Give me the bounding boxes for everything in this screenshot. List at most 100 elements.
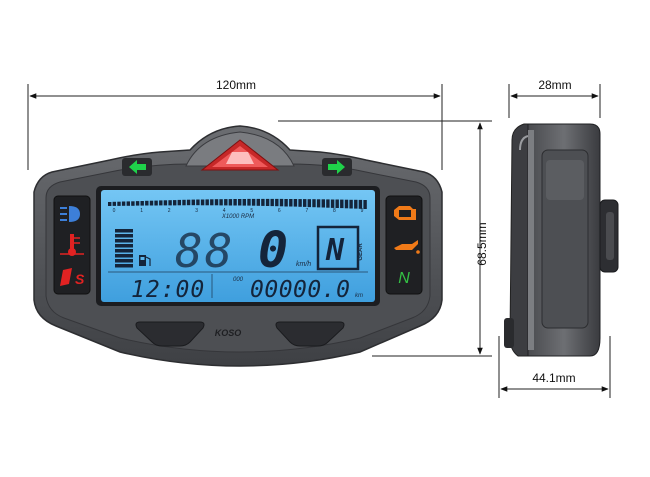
odometer-readout: 00000.0	[250, 277, 350, 303]
fuel-gauge	[115, 229, 133, 268]
rpm-segment	[312, 199, 316, 208]
rpm-segment	[330, 199, 335, 208]
right-button[interactable]	[275, 321, 345, 347]
warning-lamp-icon	[200, 139, 280, 171]
rpm-segment	[256, 198, 260, 206]
speed-ghost-digits: 88	[175, 224, 234, 278]
width-dimension-label: 120mm	[216, 78, 256, 92]
left-button[interactable]	[135, 321, 205, 347]
rpm-segment	[289, 199, 293, 207]
right-indicator-panel: N	[385, 195, 423, 295]
rpm-segment	[242, 199, 246, 206]
oil-pressure-icon	[394, 240, 420, 254]
rpm-tick-label: 3	[195, 208, 198, 214]
rpm-segment	[140, 201, 144, 206]
rpm-tick-label: 1	[140, 208, 143, 214]
rpm-segment	[159, 200, 163, 206]
rpm-segment	[228, 199, 233, 206]
rpm-segment	[316, 199, 321, 208]
rpm-segment	[284, 199, 288, 207]
odometer-ghost: 000	[233, 277, 244, 283]
rpm-segment	[335, 199, 339, 208]
rpm-segment	[186, 199, 191, 206]
rpm-segment	[126, 201, 130, 206]
rpm-segment	[182, 199, 186, 206]
rpm-segment	[121, 201, 126, 206]
left-indicator-panel: S	[53, 195, 91, 295]
rpm-segment	[154, 200, 158, 206]
rpm-segment	[214, 199, 219, 206]
rpm-segment	[200, 199, 205, 206]
rpm-segment	[344, 199, 349, 209]
rpm-segment	[149, 200, 154, 206]
rpm-segment	[131, 201, 135, 206]
rpm-segment	[238, 199, 242, 206]
dimension-lines	[27, 84, 611, 398]
right-turn-signal-icon	[322, 158, 352, 176]
rpm-segment	[354, 199, 358, 209]
side-depth-dimension-label: 44.1mm	[532, 371, 575, 385]
rpm-segment	[173, 200, 177, 206]
rpm-tick-label: 2	[168, 208, 171, 214]
rpm-segment	[298, 199, 302, 207]
high-beam-icon	[60, 206, 80, 222]
neutral-indicator: N	[398, 270, 410, 287]
rpm-segment	[117, 201, 121, 206]
rpm-segment	[205, 199, 209, 206]
rpm-segment	[265, 198, 270, 206]
rpm-tick-label: 7	[306, 208, 309, 214]
rpm-segment	[210, 199, 214, 206]
gear-readout: N	[325, 233, 345, 268]
rpm-segment	[191, 199, 195, 206]
lcd-display	[96, 186, 380, 306]
rpm-segment	[275, 198, 279, 207]
rpm-segment	[270, 198, 274, 207]
clock-readout: 12:00	[131, 277, 205, 303]
brand-logo: KOSO	[215, 328, 242, 338]
rpm-segment	[233, 199, 237, 206]
rpm-segment	[219, 199, 223, 206]
fuel-pump-icon	[139, 255, 151, 266]
rpm-segment	[293, 199, 298, 207]
speed-unit: km/h	[296, 261, 311, 268]
rpm-tick-label: 9	[361, 208, 364, 214]
rpm-segment	[349, 199, 353, 209]
rpm-tick-label: 0	[113, 208, 116, 214]
speed-readout: 0	[258, 221, 288, 279]
rpm-segment	[340, 199, 344, 209]
left-turn-signal-icon	[122, 158, 152, 176]
rpm-tick-label: 8	[333, 208, 336, 214]
meter-side-view	[504, 123, 619, 357]
gear-label: GEAR	[358, 243, 364, 261]
rpm-segment	[279, 198, 284, 207]
rpm-tick-label: 5	[250, 208, 253, 214]
rpm-segment	[261, 198, 265, 206]
rpm-segment	[108, 202, 112, 206]
coolant-temp-icon	[60, 234, 84, 256]
rpm-segment	[224, 199, 228, 206]
rpm-segment	[363, 200, 367, 209]
rpm-bar-graph	[108, 198, 367, 209]
rpm-segment	[145, 200, 149, 206]
rpm-segment	[196, 199, 200, 206]
odometer-unit: km	[355, 293, 363, 299]
depth-dimension-label: 28mm	[538, 78, 571, 92]
check-engine-icon	[394, 206, 416, 220]
rpm-segment	[326, 199, 330, 208]
rpm-segment	[112, 201, 116, 206]
height-dimension-label: 68.5mm	[475, 222, 489, 265]
rpm-segment	[247, 198, 251, 206]
rpm-segment	[321, 199, 325, 208]
rpm-segment	[251, 198, 256, 206]
rpm-segment	[163, 200, 168, 206]
rpm-segment	[168, 200, 172, 206]
rpm-segment	[135, 201, 140, 206]
gear-indicator: N GEAR	[316, 225, 364, 271]
rpm-segment	[177, 199, 181, 206]
rpm-label: X1000 RPM	[221, 214, 254, 220]
rpm-segment	[358, 199, 363, 209]
rpm-segment	[303, 199, 307, 207]
rpm-segment	[307, 199, 311, 208]
